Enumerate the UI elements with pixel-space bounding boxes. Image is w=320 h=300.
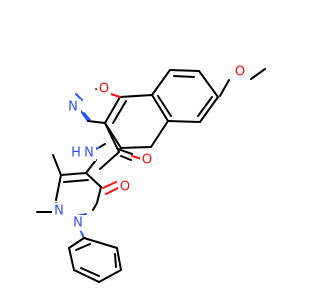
phenyl-ring-bottom	[68, 224, 122, 283]
methoxy-aryl-bond	[219, 79, 230, 97]
amide-o-label: O	[142, 153, 152, 168]
isoxazole-o-label: O	[99, 82, 109, 97]
molecule-drawing: O O N N H O O N N	[36, 64, 266, 283]
methyl-o-bond	[250, 68, 266, 80]
structure-canvas: O O N N H O O N N	[36, 64, 266, 283]
pyrazolone-ring	[52, 154, 119, 218]
pyrazole-n1-label: N	[54, 204, 64, 219]
isoxazole-n-label: N	[68, 100, 78, 115]
amide-n-label: N	[84, 146, 94, 161]
amide-h-label: H	[71, 146, 81, 161]
benzene-ring-right	[151, 69, 219, 123]
amide-group	[95, 122, 143, 170]
ketone-o-label: O	[120, 180, 130, 195]
pyrazole-n2-label: N	[73, 216, 83, 231]
methoxy-o-label: O	[235, 65, 245, 80]
atom-labels: O O N N H O O N N	[52, 64, 247, 231]
isoxazole-ring	[75, 88, 153, 124]
